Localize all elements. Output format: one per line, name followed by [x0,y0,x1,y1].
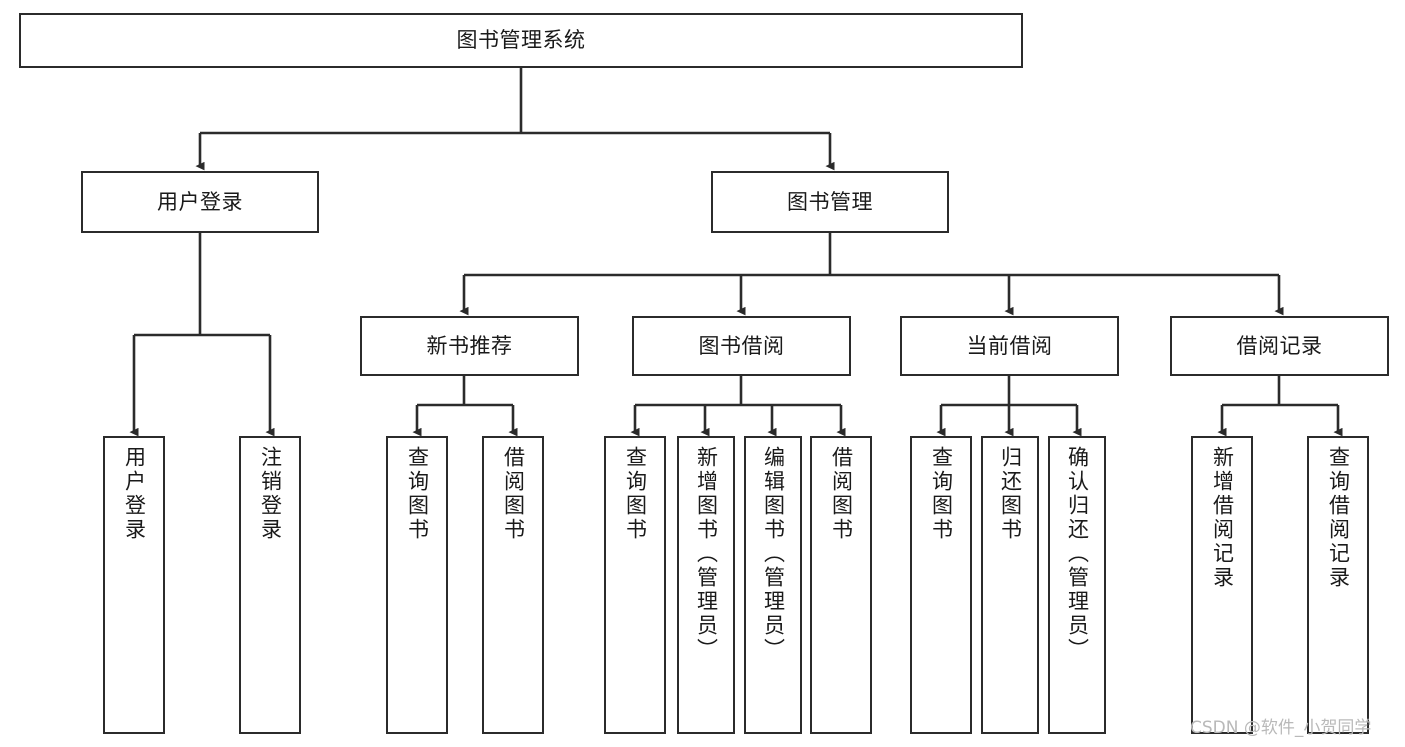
node-leaf-borrow-book-1-label: 借阅图书 [501,446,526,542]
node-leaf-borrow-book-2-label: 借阅图书 [829,446,854,542]
node-leaf-query-book-3[interactable]: 查询图书 [910,436,972,734]
node-leaf-query-book-2[interactable]: 查询图书 [604,436,666,734]
node-new-book-rec-label: 新书推荐 [426,333,513,358]
node-leaf-query-book-2-label: 查询图书 [623,446,648,542]
node-book-manage[interactable]: 图书管理 [711,171,949,233]
node-leaf-return-book[interactable]: 归还图书 [981,436,1039,734]
node-leaf-query-record[interactable]: 查询借阅记录 [1307,436,1369,734]
node-leaf-add-book[interactable]: 新增图书（管理员） [677,436,735,734]
node-borrow-record-label: 借阅记录 [1236,333,1323,358]
node-leaf-borrow-book-2[interactable]: 借阅图书 [810,436,872,734]
node-leaf-add-record-label: 新增借阅记录 [1210,446,1235,590]
node-leaf-query-book-1-label: 查询图书 [405,446,430,542]
node-leaf-query-book-3-label: 查询图书 [929,446,954,542]
node-leaf-add-book-label: 新增图书（管理员） [694,446,719,662]
node-book-manage-label: 图书管理 [787,189,873,214]
node-leaf-user-logout[interactable]: 注销登录 [239,436,301,734]
node-leaf-user-logout-label: 注销登录 [258,446,283,542]
node-book-borrow-label: 图书借阅 [698,333,785,358]
node-new-book-rec[interactable]: 新书推荐 [360,316,579,376]
node-leaf-confirm-return[interactable]: 确认归还（管理员） [1048,436,1106,734]
node-current-borrow-label: 当前借阅 [966,333,1053,358]
node-current-borrow[interactable]: 当前借阅 [900,316,1119,376]
node-leaf-edit-book-label: 编辑图书（管理员） [761,446,786,662]
node-leaf-edit-book[interactable]: 编辑图书（管理员） [744,436,802,734]
node-leaf-confirm-return-label: 确认归还（管理员） [1065,446,1090,662]
node-user-login[interactable]: 用户登录 [81,171,319,233]
node-borrow-record[interactable]: 借阅记录 [1170,316,1389,376]
node-user-login-label: 用户登录 [157,189,243,214]
node-root-label: 图书管理系统 [456,28,586,53]
node-root[interactable]: 图书管理系统 [19,13,1023,68]
node-leaf-user-login[interactable]: 用户登录 [103,436,165,734]
node-leaf-user-login-label: 用户登录 [122,446,147,542]
csdn-watermark: CSDN @软件_小贺同学 [1190,718,1372,738]
node-leaf-query-book-1[interactable]: 查询图书 [386,436,448,734]
node-leaf-query-record-label: 查询借阅记录 [1326,446,1351,590]
node-leaf-return-book-label: 归还图书 [998,446,1023,542]
node-leaf-borrow-book-1[interactable]: 借阅图书 [482,436,544,734]
node-book-borrow[interactable]: 图书借阅 [632,316,851,376]
node-leaf-add-record[interactable]: 新增借阅记录 [1191,436,1253,734]
